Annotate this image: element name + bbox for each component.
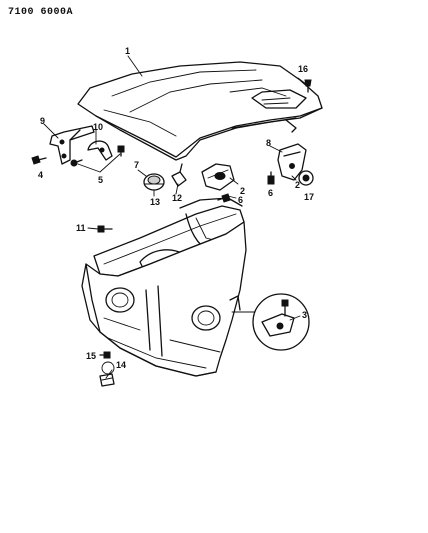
radiator-support — [81, 197, 247, 377]
label-5: 5 — [98, 175, 103, 185]
leader-lines — [43, 55, 307, 379]
release-handle-17 — [298, 170, 314, 186]
detail-inset — [231, 293, 310, 351]
prop-end — [285, 119, 297, 133]
label-6b: 6 — [238, 195, 243, 205]
label-2b: 2 — [295, 180, 300, 190]
label-12: 12 — [172, 193, 182, 203]
hood-latch-center — [201, 163, 235, 191]
bolt-5a — [70, 159, 83, 167]
label-13: 13 — [150, 197, 160, 207]
label-6a: 6 — [268, 188, 273, 198]
hood-panel — [77, 61, 323, 161]
label-17: 17 — [304, 192, 314, 202]
striker-12 — [171, 163, 187, 187]
label-4: 4 — [38, 170, 43, 180]
label-2a: 2 — [240, 186, 245, 196]
hood-hinge — [49, 125, 95, 165]
label-16: 16 — [298, 64, 308, 74]
label-14: 14 — [116, 360, 126, 370]
label-7: 7 — [134, 160, 139, 170]
label-10: 10 — [93, 122, 103, 132]
label-1: 1 — [125, 46, 130, 56]
bolt-6b — [267, 171, 275, 185]
hinge-link-10 — [87, 140, 113, 161]
diagram-code: 7100 6000A — [8, 7, 73, 18]
clip-14 — [99, 373, 115, 387]
bolt-4 — [31, 155, 47, 165]
bolt-11 — [97, 225, 113, 233]
hood-prop-cable — [231, 117, 297, 129]
label-11: 11 — [76, 223, 86, 233]
label-3: 3 — [302, 310, 307, 320]
bolt-15 — [99, 351, 111, 359]
label-9: 9 — [40, 116, 45, 126]
bolt-5b — [117, 145, 125, 157]
hood-latch-right — [277, 143, 307, 181]
label-8: 8 — [266, 138, 271, 148]
bumper-13 — [143, 173, 165, 191]
label-15: 15 — [86, 351, 96, 361]
